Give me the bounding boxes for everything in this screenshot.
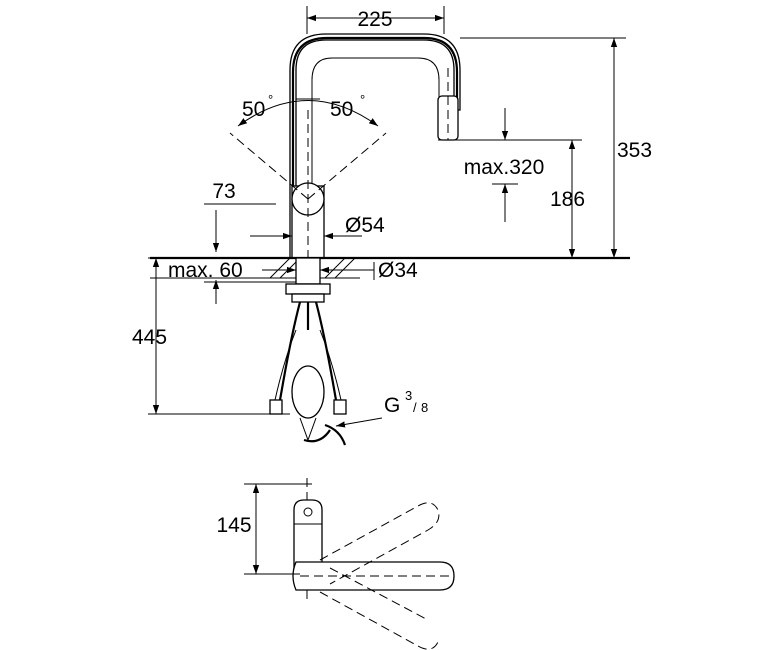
dim-max60-label: max. 60	[168, 259, 243, 282]
faucet-front-view	[150, 33, 630, 446]
dim-145-label: 145	[216, 514, 251, 537]
thread-slash: /	[413, 400, 417, 415]
dim-186-label: 186	[550, 188, 585, 211]
angle-right-degree: °	[360, 92, 365, 107]
dim-73-label: 73	[212, 180, 235, 203]
angle-right-label: 50	[330, 98, 353, 121]
angle-arc	[237, 100, 379, 127]
handle-swing-right	[307, 132, 387, 200]
dim-d34-label: Ø34	[378, 259, 418, 282]
dim-353-label: 353	[617, 139, 652, 162]
thread-denominator: 8	[421, 400, 428, 415]
dim-445-label: 445	[132, 326, 167, 349]
spout-outline	[291, 36, 459, 190]
spout-inner	[311, 57, 440, 190]
hose-weight	[291, 365, 325, 419]
mounting-nut	[285, 283, 331, 295]
dim-225-label: 225	[357, 8, 392, 31]
dimension-lines	[148, 6, 626, 428]
dim-d54-label: Ø54	[345, 214, 385, 237]
spout-tube	[289, 33, 461, 259]
handle-swing-left	[229, 132, 309, 200]
dim-max320-label: max.320	[464, 156, 545, 179]
thread-label: G	[384, 394, 400, 417]
angle-left-degree: °	[268, 92, 273, 107]
angle-left-label: 50	[242, 98, 265, 121]
thread-numerator: 3	[405, 388, 412, 403]
mounting-shank	[295, 257, 321, 285]
faucet-plan-view	[244, 478, 455, 650]
